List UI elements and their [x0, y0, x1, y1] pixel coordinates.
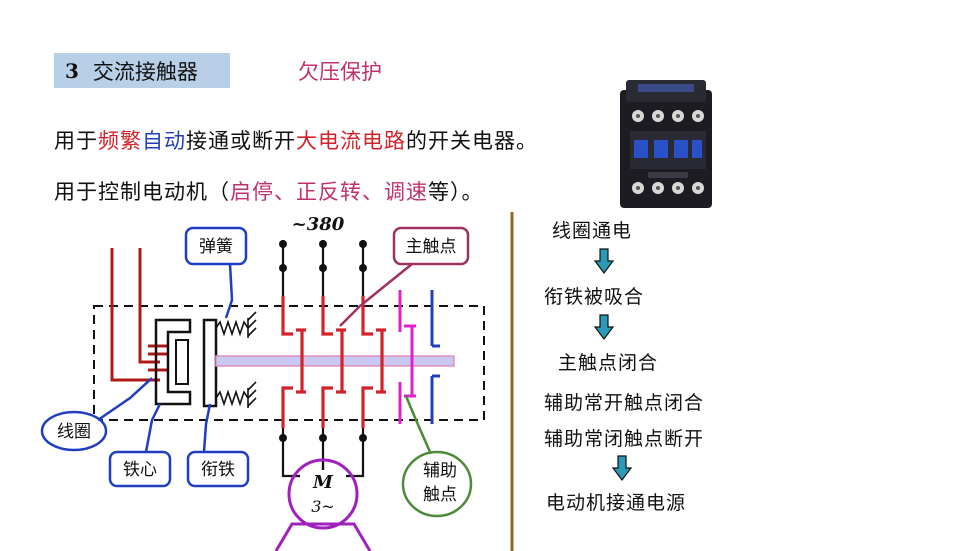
flow-arrow-icon [594, 248, 614, 274]
description-line-2: 用于控制电动机（启停、正反转、调速等）。 [54, 176, 484, 206]
armature [202, 318, 218, 408]
springs [215, 311, 257, 408]
aux-nc-contact [430, 290, 440, 424]
flow-step-6: 电动机接通电源 [546, 492, 687, 514]
callout-spring: 弹簧 [184, 226, 248, 319]
callout-aux-text-2: 触点 [423, 485, 457, 505]
callout-spring-text: 弹簧 [199, 237, 233, 257]
callout-coil-text: 线圈 [57, 422, 91, 442]
flow-step-5: 辅助常闭触点断开 [544, 428, 705, 450]
text-span: 等）。 [428, 180, 484, 204]
aux-no-contact [398, 290, 416, 424]
callout-core-text: 铁心 [123, 460, 157, 480]
motor-phase-label: 3~ [311, 497, 335, 516]
section-subtitle: 欠压保护 [298, 60, 382, 84]
contactor-device-icon [620, 80, 712, 208]
flow-arrow-icon [612, 455, 632, 481]
contactor-diagram: M 3~ ~380 弹簧 主触点 线圈 铁心 衔铁 辅助 触点 [40, 212, 514, 551]
callout-armature: 衔铁 [186, 403, 250, 488]
flow-step-4: 辅助常开触点闭合 [544, 392, 705, 414]
flow-step-2: 衔铁被吸合 [544, 286, 645, 308]
voltage-label: ~380 [292, 214, 345, 235]
main-contacts [279, 240, 386, 470]
callout-aux-contacts: 辅助 触点 [401, 395, 473, 518]
push-rod [215, 355, 455, 367]
text-span-automatic: 自动 [142, 129, 186, 153]
iron-core [154, 318, 192, 406]
section-heading: 3 交流接触器 [54, 53, 230, 88]
text-span-high-current: 大电流电路 [296, 129, 406, 153]
flow-step-1: 线圈通电 [552, 220, 633, 242]
coil-leads [110, 248, 168, 382]
text-span-frequent: 频繁 [98, 129, 142, 153]
text-span: 用于 [54, 129, 98, 153]
callout-main-contacts: 主触点 [339, 226, 470, 327]
section-title: 交流接触器 [92, 59, 198, 84]
callout-armature-text: 衔铁 [201, 460, 235, 480]
text-span-uses: 启停、正反转、调速 [230, 180, 428, 204]
callout-core: 铁心 [108, 403, 172, 488]
description-line-1: 用于频繁自动接通或断开大电流电路的开关电器。 [54, 125, 538, 155]
core-center-leg [175, 339, 189, 385]
flow-step-3: 主触点闭合 [558, 352, 659, 374]
callout-coil: 线圈 [40, 377, 153, 452]
text-span: 接通或断开 [186, 129, 296, 153]
callout-aux-text-1: 辅助 [423, 461, 457, 481]
contactor-enclosure [93, 305, 485, 421]
callout-main-contacts-text: 主触点 [406, 237, 457, 257]
section-number: 3 [65, 58, 79, 83]
motor [274, 458, 372, 551]
flow-arrow-icon [594, 314, 614, 340]
text-span: 的开关电器。 [406, 129, 538, 153]
motor-label: M [312, 472, 334, 493]
text-span: 用于控制电动机（ [54, 180, 230, 204]
